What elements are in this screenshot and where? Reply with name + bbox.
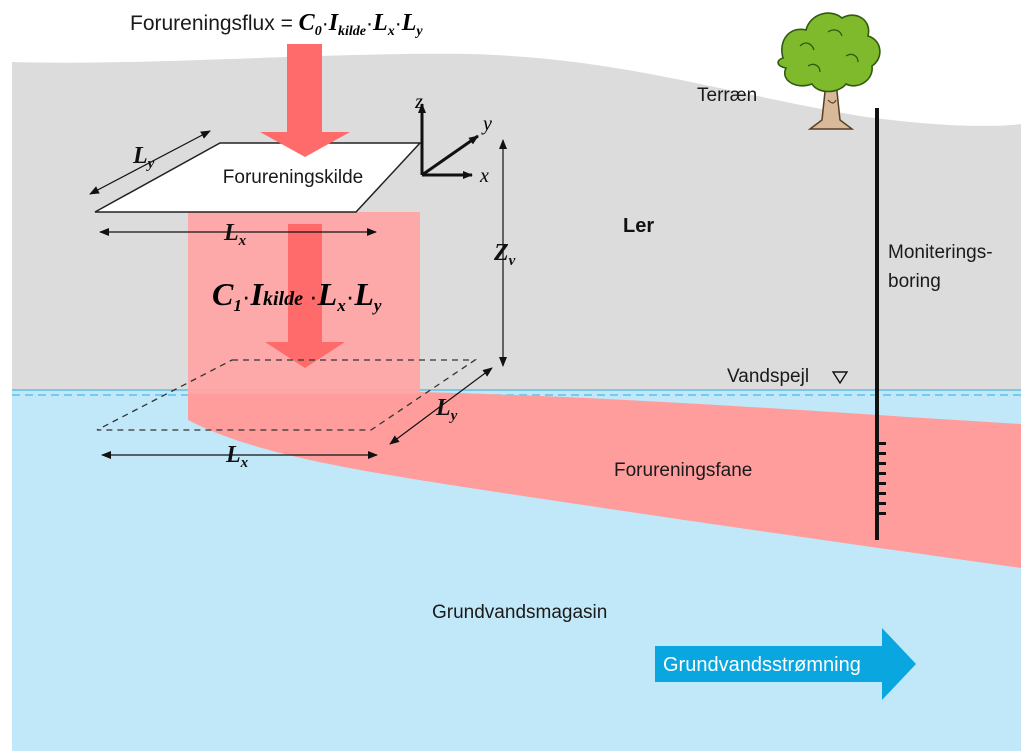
tree-icon: [777, 12, 881, 130]
formula-top-prefix: Forureningsflux =: [130, 12, 299, 35]
formula-top-lx: L: [372, 10, 388, 36]
water-table-label: Vandspejl: [727, 366, 809, 387]
formula-mid-lx: L: [317, 276, 338, 312]
triangle-down-icon: [831, 371, 849, 385]
clay-label: Ler: [623, 215, 654, 237]
lx-top-label: Lx: [223, 220, 247, 249]
monitoring-label-line1: Moniterings-: [888, 242, 993, 263]
flux-arrow-top: [260, 44, 350, 157]
aquifer-label: Grundvandsmagasin: [432, 602, 607, 623]
ly-bottom-dimension: [389, 367, 493, 445]
formula-mid-c-sub: 1: [233, 296, 242, 315]
zv-label: Zv: [493, 240, 516, 269]
ly-top-dimension: [89, 130, 211, 195]
formula-top-i: I: [328, 10, 340, 36]
formula-mid-ly: L: [353, 276, 374, 312]
formula-top: Forureningsflux = C0·Ikilde·Lx·Ly: [130, 10, 423, 39]
coordinate-axes: [418, 103, 479, 179]
formula-top-lx-sub: x: [387, 24, 395, 39]
terrain-label: Terræn: [697, 85, 757, 106]
arrow-right-icon: [655, 628, 916, 700]
formula-top-c-sub: 0: [315, 24, 322, 39]
source-label: Forureningskilde: [223, 167, 363, 188]
axis-z-label: z: [414, 91, 423, 113]
formula-top-i-sub: kilde: [338, 24, 366, 39]
formula-mid-dot-1: ·: [242, 281, 251, 311]
monitoring-label-line2: boring: [888, 271, 941, 292]
formula-top-dot-3: ·: [395, 12, 402, 35]
formula-top-ly-sub: y: [414, 24, 423, 39]
clay-layer: [12, 53, 1021, 392]
formula-mid-lx-sub: x: [336, 296, 346, 315]
ly-bottom-label: Ly: [435, 395, 458, 424]
formula-mid-i: I: [250, 276, 265, 312]
formula-top-c: C: [299, 10, 316, 36]
lx-bottom-label: Lx: [225, 442, 249, 471]
formula-mid-dot-3: ·: [346, 281, 355, 311]
formula-mid-c: C: [212, 276, 234, 312]
formula-mid-i-sub: kilde: [263, 288, 303, 310]
formula-middle: C1·Ikilde·Lx·Ly: [212, 276, 382, 315]
formula-top-dot-2: ·: [366, 12, 373, 35]
flow-label: Grundvandsstrømning: [663, 654, 861, 676]
formula-top-ly: L: [401, 10, 417, 36]
projected-source-outline: [96, 359, 478, 431]
plume-label: Forureningsfane: [614, 460, 752, 481]
formula-mid-ly-sub: y: [372, 296, 382, 315]
axis-y-label: y: [481, 113, 492, 135]
formula-top-dot-1: ·: [322, 12, 329, 35]
well-screen: [879, 442, 886, 515]
formula-mid-dot-2: ·: [309, 281, 318, 311]
axis-x-label: x: [479, 165, 489, 187]
flux-arrow-middle: [265, 224, 345, 368]
ly-top-label: Ly: [132, 143, 155, 172]
